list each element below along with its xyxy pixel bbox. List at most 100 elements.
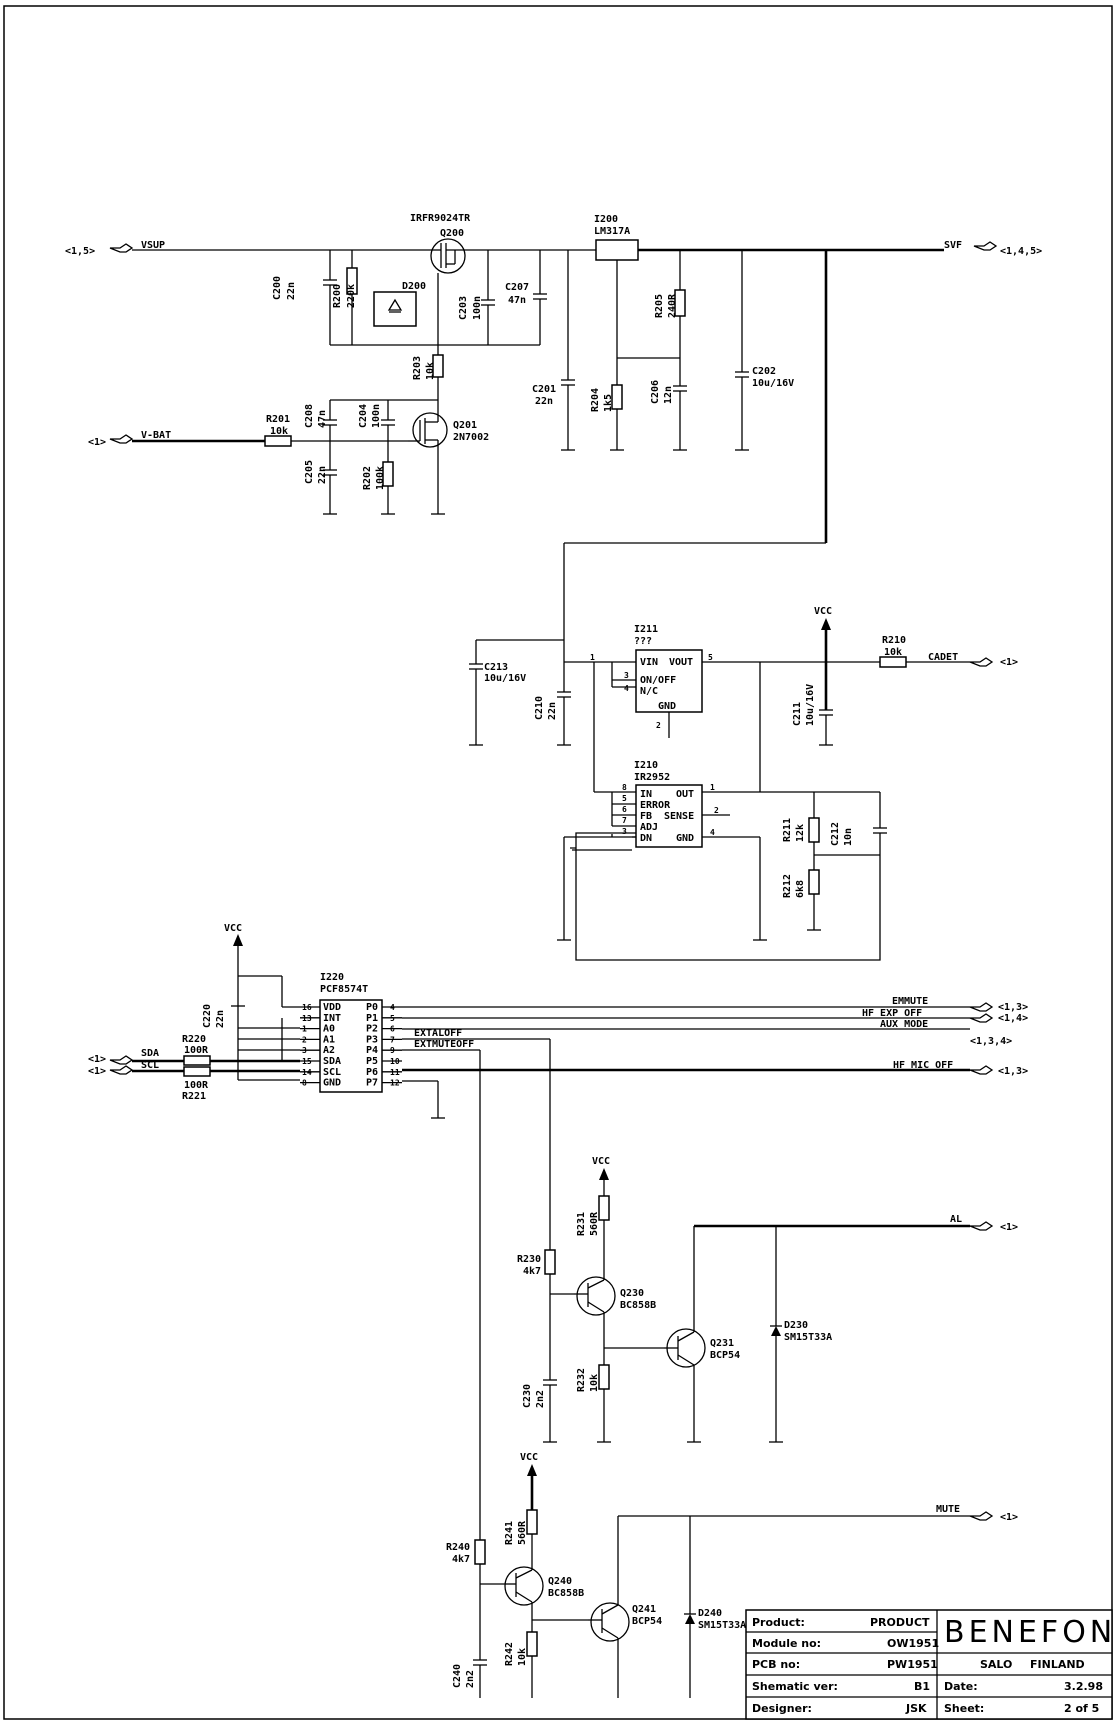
- r242-body: [526, 1631, 538, 1657]
- r241-value: 560R: [517, 1520, 528, 1545]
- c203-value: 100n: [472, 296, 483, 320]
- i210-pin7: 7: [622, 816, 627, 825]
- i220-ref: I220: [320, 972, 344, 983]
- r240-ref: R240: [446, 1542, 470, 1553]
- svf-port-ref: <1,4,5>: [1000, 246, 1042, 257]
- vsup-port-label: VSUP: [141, 240, 165, 251]
- i200-regulator-body: [595, 239, 639, 261]
- mute-port-ref: <1>: [1000, 1512, 1018, 1523]
- sda-port-ref: <1>: [88, 1054, 106, 1065]
- r220-value: 100R: [184, 1045, 209, 1056]
- r240-value: 4k7: [452, 1554, 470, 1565]
- c202-ref: C202: [752, 366, 776, 377]
- i210-sense: SENSE: [664, 811, 694, 822]
- q230-value: BC858B: [620, 1300, 656, 1311]
- c206-value: 12n: [663, 386, 674, 404]
- c204-value: 100n: [371, 404, 382, 428]
- q201-ref: Q201: [453, 420, 477, 431]
- tb-shem-value: B1: [914, 1680, 930, 1693]
- i200-value: LM317A: [594, 226, 630, 237]
- i220-right-pin-name: P6: [366, 1067, 378, 1078]
- i211-vout: VOUT: [669, 657, 693, 668]
- i211-nc: N/C: [640, 686, 658, 697]
- hf-mic-off-port-ref: <1,3>: [998, 1066, 1028, 1077]
- c201-ref: C201: [532, 384, 556, 395]
- r231-body: [598, 1195, 610, 1221]
- d200-symbol: [373, 291, 417, 327]
- c210-value: 22n: [547, 702, 558, 720]
- c213-ref: C213: [484, 662, 508, 673]
- r240-body: [474, 1539, 486, 1565]
- r221-ref: R221: [182, 1091, 206, 1102]
- r202-value: 100k: [375, 466, 386, 490]
- c204-ref: C204: [358, 404, 369, 428]
- r201-body: [264, 435, 292, 447]
- r205-value: 240R: [667, 293, 678, 318]
- r210-value: 10k: [884, 647, 902, 658]
- r200-ref: R200: [332, 284, 343, 308]
- i211-ic-body: [635, 649, 703, 713]
- sheet-border: [3, 5, 1113, 1720]
- i220-ic-body: [319, 999, 383, 1093]
- hf-exp-off-port-ref: <1,4>: [998, 1013, 1028, 1024]
- r212-ref: R212: [782, 874, 793, 898]
- i211-value: ???: [634, 636, 652, 647]
- cadet-port-ref: <1>: [1000, 657, 1018, 668]
- tb-city: SALO: [980, 1658, 1012, 1671]
- i211-pin1: 1: [590, 653, 595, 662]
- q240-bjt-symbol: [504, 1566, 544, 1606]
- r231-ref: R231: [576, 1212, 587, 1236]
- c205-value: 22n: [317, 466, 328, 484]
- r204-ref: R204: [590, 388, 601, 412]
- aux-mode-port-ref: <1,3,4>: [970, 1036, 1012, 1047]
- d200-ref: D200: [402, 281, 426, 292]
- i210-in: IN: [640, 789, 652, 800]
- i210-error: ERROR: [640, 800, 671, 811]
- i220-left-pin-name: A2: [323, 1045, 335, 1056]
- i210-out: OUT: [676, 789, 694, 800]
- i211-onoff: ON/OFF: [640, 675, 676, 686]
- r211-value: 12k: [795, 824, 806, 842]
- tb-module-value: OW1951: [887, 1637, 939, 1650]
- q200-value: IRFR9024TR: [410, 213, 471, 224]
- q201-nmos-symbol: [412, 412, 448, 448]
- i220-right-pin-name: P1: [366, 1013, 378, 1024]
- i211-vin: VIN: [640, 657, 658, 668]
- r220-body: [183, 1055, 211, 1066]
- i211-pin4: 4: [624, 684, 629, 693]
- supply-section: <1,5> VSUP IRFR9024TR Q200 C200 22n R200…: [65, 213, 1042, 662]
- r220-ref: R220: [182, 1034, 206, 1045]
- c230-value: 2n2: [535, 1390, 546, 1408]
- tb-designer-value: JSK: [905, 1702, 927, 1715]
- r230-ref: R230: [517, 1254, 541, 1265]
- scl-port-label: SCL: [141, 1060, 159, 1071]
- vcc-label-1: VCC: [814, 606, 832, 617]
- vbat-port-label: V-BAT: [141, 430, 171, 441]
- i220-left-pin-name: SDA: [323, 1056, 341, 1067]
- c202-value: 10u/16V: [752, 378, 794, 389]
- hf-mic-off-port-label: HF MIC OFF: [893, 1060, 953, 1071]
- q241-value: BCP54: [632, 1616, 662, 1627]
- c208-ref: C208: [304, 404, 315, 428]
- q240-value: BC858B: [548, 1588, 584, 1599]
- c240-ref: C240: [452, 1664, 463, 1688]
- r203-value: 10k: [425, 362, 436, 380]
- i210-adj: ADJ: [640, 822, 658, 833]
- r232-ref: R232: [576, 1368, 587, 1392]
- i211-pin3: 3: [624, 671, 629, 680]
- i210-ref: I210: [634, 760, 658, 771]
- i220-left-pin-name: A1: [323, 1034, 335, 1045]
- q241-ref: Q241: [632, 1604, 656, 1615]
- tb-sheet-value: 2 of 5: [1064, 1702, 1099, 1715]
- c207-ref: C207: [505, 282, 529, 293]
- scl-port-ref: <1>: [88, 1066, 106, 1077]
- cadet-port-label: CADET: [928, 652, 958, 663]
- svf-port-label: SVF: [944, 240, 962, 251]
- r242-ref: R242: [504, 1642, 515, 1666]
- tb-pcb-label: PCB no:: [752, 1658, 800, 1671]
- i220-left-pin-name: SCL: [323, 1067, 341, 1078]
- tb-module-label: Module no:: [752, 1637, 821, 1650]
- r210-body: [879, 656, 907, 668]
- vcc-label-2: VCC: [224, 923, 242, 934]
- q240-ref: Q240: [548, 1576, 572, 1587]
